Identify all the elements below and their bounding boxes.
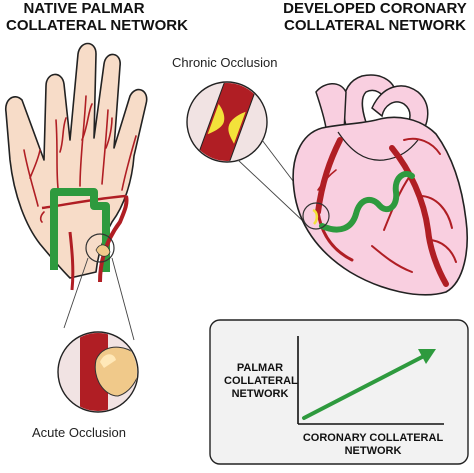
left-title-line1: NATIVE PALMAR <box>23 0 145 17</box>
acute-occlusion-label: Acute Occlusion <box>32 425 126 440</box>
heart <box>292 74 468 296</box>
chart-x-label-line1: CORONARY COLLATERAL <box>302 432 444 444</box>
chart-y-label-line1: PALMAR <box>236 362 284 374</box>
chart-x-label: CORONARY COLLATERAL NETWORK <box>298 432 448 458</box>
trend-arrow-head <box>418 349 436 364</box>
chart-y-label-line2: COLLATERAL <box>224 375 298 387</box>
hand <box>4 42 148 291</box>
right-title-line2: COLLATERAL NETWORK <box>284 17 466 34</box>
trend-arrow-line <box>302 354 426 420</box>
chart-y-label: PALMAR COLLATERAL NETWORK <box>224 362 298 401</box>
chronic-occlusion-label: Chronic Occlusion <box>172 55 278 70</box>
chronic-occlusion-zoom <box>186 81 268 163</box>
coronary-collateral <box>319 171 415 233</box>
chart-y-label-line3: NETWORK <box>231 388 289 400</box>
left-title-line2: COLLATERAL NETWORK <box>6 17 188 34</box>
right-title-line1: DEVELOPED CORONARY <box>283 0 467 17</box>
palmar-collateral-arch <box>50 188 110 272</box>
chart-x-label-line2: NETWORK <box>344 445 402 457</box>
acute-occlusion-zoom <box>57 331 139 413</box>
chart-panel <box>209 319 469 465</box>
